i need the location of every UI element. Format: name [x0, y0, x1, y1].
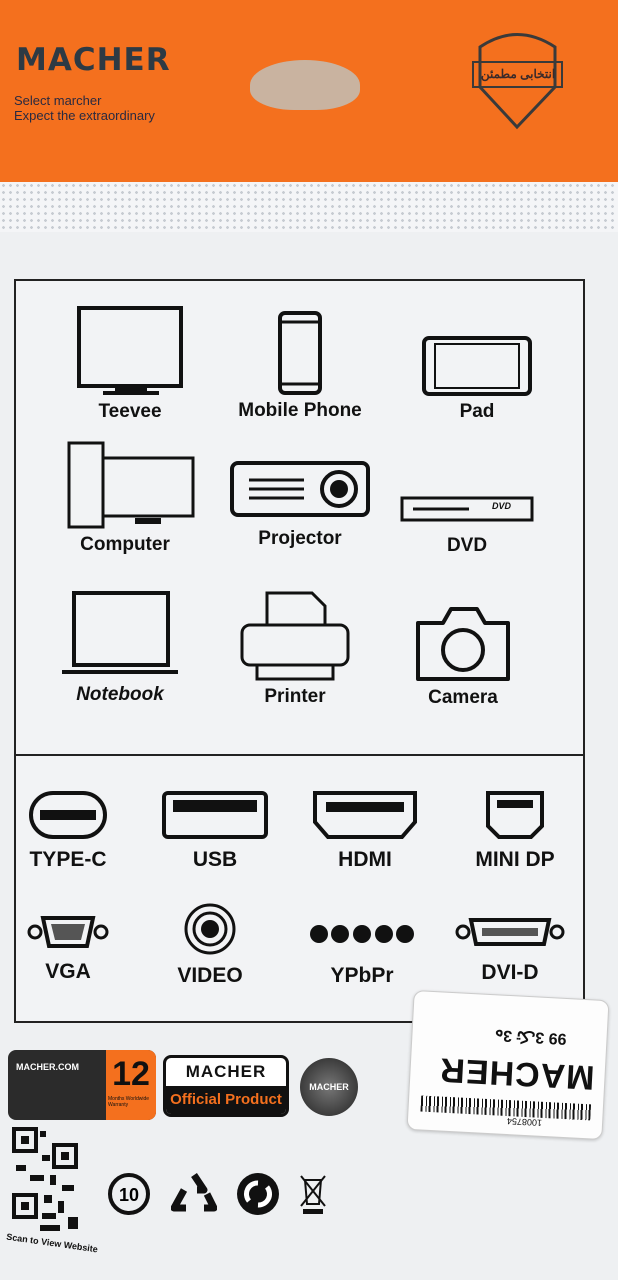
device-projector: Projector: [215, 460, 385, 550]
scan-text: Scan to View Website: [5, 1231, 99, 1255]
phone-icon: [278, 311, 322, 395]
barcode: [420, 1095, 592, 1121]
connector-ypbpr: YPbPr: [292, 922, 432, 988]
connector-hdmi: HDMI: [295, 790, 435, 872]
printer-icon: [240, 591, 350, 681]
computer-icon: [67, 441, 195, 529]
vga-port-icon: [27, 916, 109, 948]
connector-video: VIDEO: [140, 902, 280, 988]
barcode-number: 1008754: [506, 1116, 543, 1128]
eco-period-icon: 10: [108, 1173, 150, 1215]
panel-divider: [14, 754, 585, 756]
connector-type-c: TYPE-C: [0, 790, 138, 872]
warranty-months: 12: [106, 1050, 156, 1120]
laptop-icon: [62, 591, 178, 674]
ypbpr-port-icon: [310, 925, 414, 943]
qr-code[interactable]: [10, 1125, 82, 1235]
sticker-code: 99 3ه3 تک: [494, 1026, 567, 1048]
eco-symbols: 10: [105, 1170, 327, 1218]
shield-text: انتخابی مطمئن: [480, 67, 556, 81]
eco-years: 10: [119, 1185, 139, 1205]
tablet-icon: [422, 336, 532, 396]
device-printer: Printer: [210, 590, 380, 708]
official-brand: MACHER: [185, 1062, 267, 1081]
device-phone: Mobile Phone: [215, 310, 385, 422]
tv-icon: [77, 306, 183, 395]
connector-usb: USB: [145, 790, 285, 872]
device-pad: Pad: [392, 335, 562, 423]
rca-port-icon: [184, 903, 236, 955]
dvd-icon: [400, 496, 534, 522]
connector-vga: VGA: [0, 912, 138, 984]
price-sticker: MACHER 99 3ه3 تک 1008754: [406, 989, 610, 1141]
brand-logo: MACHER: [16, 42, 171, 78]
warranty-badge: MACHER.COM 12 Months Worldwide Warranty: [8, 1050, 156, 1120]
device-notebook: Notebook: [35, 590, 205, 706]
official-label: Official Product: [166, 1086, 286, 1114]
hang-hole: [250, 60, 360, 110]
brand-seal: MACHER: [300, 1058, 358, 1116]
official-product-badge: MACHER Official Product: [163, 1055, 289, 1117]
recycle-icon: [171, 1173, 217, 1212]
device-computer: Computer: [40, 440, 210, 556]
hdmi-port-icon: [313, 791, 417, 839]
device-tv: Teevee: [45, 305, 215, 423]
website-text: MACHER.COM: [16, 1062, 79, 1072]
warranty-text: Months Worldwide Warranty: [108, 1096, 150, 1108]
projector-icon: [230, 461, 370, 517]
dvi-port-icon: [455, 918, 565, 946]
perforated-band: [0, 182, 618, 232]
weee-bin-icon: [300, 1175, 326, 1214]
trust-shield-badge: انتخابی مطمئن: [470, 22, 565, 137]
green-dot-icon: [237, 1173, 279, 1215]
camera-icon: [416, 607, 510, 681]
usb-port-icon: [162, 791, 268, 839]
type-c-port-icon: [29, 791, 107, 839]
tagline-2: Expect the extraordinary: [14, 108, 155, 123]
dvd-logo: DVD: [492, 501, 512, 511]
mini-dp-port-icon: [486, 791, 544, 839]
connector-dvi-d: DVI-D: [440, 915, 580, 985]
connector-mini-dp: MINI DP: [445, 790, 585, 872]
device-camera: Camera: [378, 605, 548, 709]
sticker-brand: MACHER: [438, 1050, 596, 1097]
tagline-1: Select marcher: [14, 93, 102, 108]
device-dvd: DVD DVD: [382, 495, 552, 557]
